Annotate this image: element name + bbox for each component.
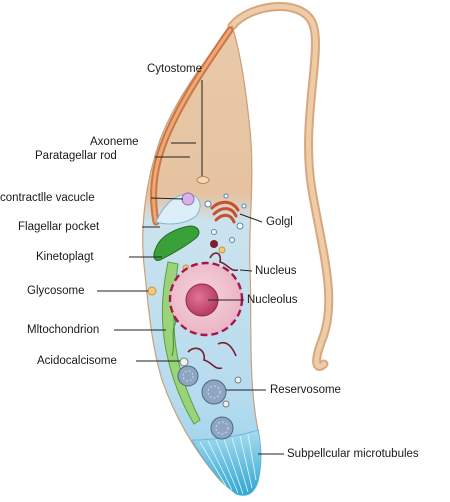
- label-glycosome: Glycosome: [27, 285, 85, 298]
- contractile-vacuole: [182, 193, 194, 205]
- label-nucleus: Nucleus: [255, 265, 297, 278]
- vesicle-dark: [210, 240, 218, 248]
- label-paraflagellar-rod: Paratagellar rod: [35, 150, 117, 163]
- label-reservosome: Reservosome: [270, 384, 341, 397]
- label-kinetoplast: Kinetoplagt: [36, 251, 94, 264]
- label-axoneme: Axoneme: [90, 136, 139, 149]
- label-flagellar-pocket: Flagellar pocket: [18, 221, 99, 234]
- label-contractile-vacuole: contractlle vacucle: [0, 192, 95, 205]
- label-subpellicular-microtubules: Subpellcular microtubules: [287, 448, 419, 461]
- glycosome: [148, 287, 156, 295]
- label-nucleolus: Nucleolus: [247, 294, 298, 307]
- label-mitochondrion: Mltochondrion: [27, 324, 99, 337]
- cytostome: [197, 177, 209, 184]
- label-golgi: Golgl: [266, 216, 293, 229]
- posterior-tip: [192, 430, 261, 496]
- label-acidocalcisome: Acidocalcisome: [37, 355, 117, 368]
- label-cytostome: Cytostome: [147, 63, 202, 76]
- glycosome-3: [219, 247, 225, 253]
